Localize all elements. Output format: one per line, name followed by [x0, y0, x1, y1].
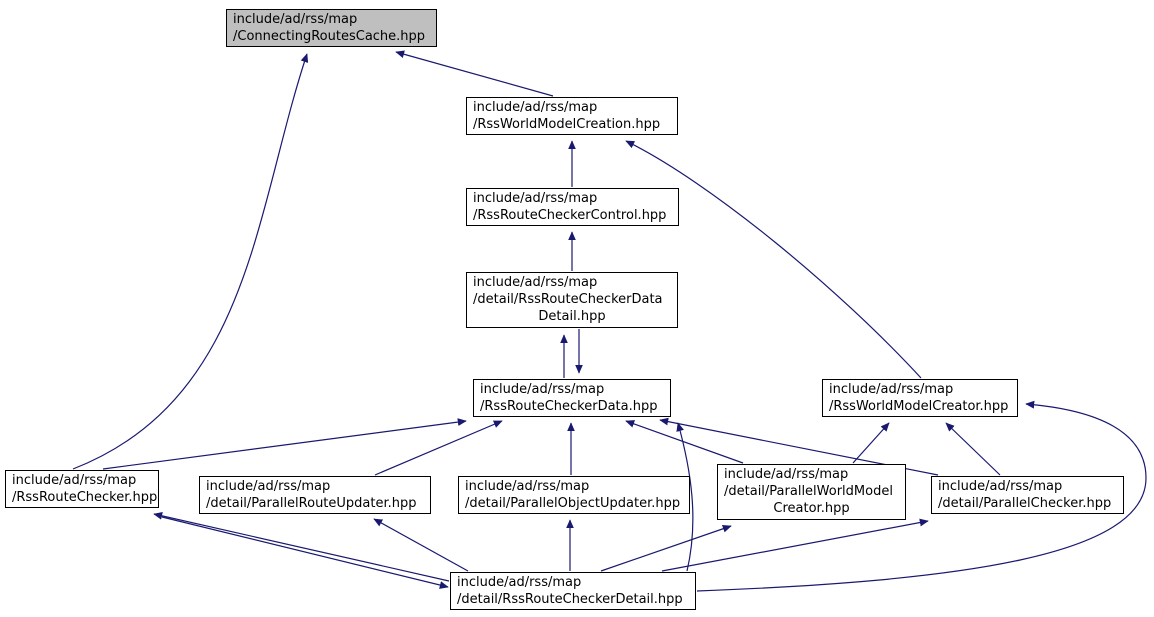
node-label-line: include/ad/rss/map — [938, 479, 1063, 494]
node-rss-route-checker[interactable]: include/ad/rss/map /RssRouteChecker.hpp — [5, 470, 159, 508]
node-label-line: include/ad/rss/map — [465, 479, 590, 494]
node-label-line: /RssWorldModelCreation.hpp — [473, 117, 661, 132]
edge-ParallelChecker-to-RssWorldModelCreator — [945, 422, 1001, 476]
edge-ParallelWorldModelCreator-to-RssWorldModelCreator — [852, 422, 890, 464]
node-connecting-routes-cache[interactable]: include/ad/rss/map /ConnectingRoutesCach… — [226, 9, 437, 47]
node-label-line: /RssWorldModelCreator.hpp — [829, 399, 1009, 414]
edge-RssRouteCheckerDetail-to-RssWorldModelCreator — [696, 400, 1147, 592]
node-label-line: /ConnectingRoutesCache.hpp — [233, 29, 426, 44]
node-label-line: /RssRouteCheckerControl.hpp — [473, 208, 667, 223]
node-label-line: /RssRouteCheckerData.hpp — [480, 399, 658, 414]
node-label-line: include/ad/rss/map — [12, 473, 137, 488]
node-rss-world-model-creation[interactable]: include/ad/rss/map /RssWorldModelCreatio… — [466, 97, 678, 135]
node-rss-route-checker-data[interactable]: include/ad/rss/map /RssRouteCheckerData.… — [473, 379, 671, 417]
node-label-line: Creator.hpp — [773, 501, 850, 516]
node-rss-route-checker-detail[interactable]: include/ad/rss/map /detail/RssRouteCheck… — [450, 572, 696, 610]
node-label-line: /detail/ParallelObjectUpdater.hpp — [465, 496, 681, 511]
node-label-line: /detail/ParallelWorldModel — [724, 484, 893, 499]
node-rss-world-model-creator[interactable]: include/ad/rss/map /RssWorldModelCreator… — [822, 379, 1018, 417]
edge-RssRouteChecker-to-RssRouteCheckerData — [102, 418, 467, 470]
edge-RssRouteCheckerDetail-to-RssRouteCheckerData — [676, 422, 694, 572]
node-label-line: include/ad/rss/map — [473, 191, 598, 206]
edge-ParallelRouteUpdater-to-RssRouteCheckerData — [374, 420, 503, 476]
node-label-line: include/ad/rss/map — [457, 575, 582, 590]
node-parallel-world-model-creator[interactable]: include/ad/rss/map /detail/ParallelWorld… — [717, 464, 906, 520]
node-parallel-route-updater[interactable]: include/ad/rss/map /detail/ParallelRoute… — [199, 476, 431, 514]
node-label-line: include/ad/rss/map — [829, 382, 954, 397]
node-label-line: include/ad/rss/map — [233, 12, 358, 27]
node-label-line: /RssRouteChecker.hpp — [12, 490, 158, 505]
edge-RssWorldModelCreation-to-ConnectingRoutesCache — [395, 50, 554, 97]
edge-RssRouteCheckerDetail-to-ParallelChecker — [661, 518, 929, 572]
node-label-line: include/ad/rss/map — [480, 382, 605, 397]
node-label-line: include/ad/rss/map — [473, 275, 598, 290]
node-label-line: include/ad/rss/map — [724, 467, 849, 482]
edge-ParallelWorldModelCreator-to-RssRouteCheckerData — [625, 420, 744, 464]
edge-RssRouteCheckerDetail-to-ParallelRouteUpdater — [373, 518, 469, 572]
node-label-line: include/ad/rss/map — [206, 479, 331, 494]
node-label-line: /detail/ParallelRouteUpdater.hpp — [206, 496, 417, 511]
node-label-line: Detail.hpp — [538, 309, 606, 324]
node-rss-route-checker-data-detail[interactable]: include/ad/rss/map /detail/RssRouteCheck… — [466, 272, 678, 328]
node-parallel-checker[interactable]: include/ad/rss/map /detail/ParallelCheck… — [931, 476, 1124, 514]
edge-RssRouteChecker-to-RssRouteCheckerDetail — [161, 516, 449, 589]
edge-RssRouteCheckerDetail-to-ParallelWorldModelCreator — [600, 524, 732, 572]
node-label-line: include/ad/rss/map — [473, 100, 598, 115]
edge-RssWorldModelCreator-to-RssWorldModelCreation — [625, 140, 922, 379]
node-parallel-object-updater[interactable]: include/ad/rss/map /detail/ParallelObjec… — [458, 476, 690, 514]
node-label-line: /detail/RssRouteCheckerDetail.hpp — [457, 592, 683, 607]
node-label-line: /detail/ParallelChecker.hpp — [938, 496, 1112, 511]
edge-RssRouteChecker-to-ConnectingRoutesCache — [72, 53, 309, 470]
edge-RssRouteCheckerDetail-to-RssRouteChecker — [153, 512, 450, 582]
node-label-line: /detail/RssRouteCheckerData — [473, 292, 663, 307]
node-rss-route-checker-control[interactable]: include/ad/rss/map /RssRouteCheckerContr… — [466, 188, 679, 226]
